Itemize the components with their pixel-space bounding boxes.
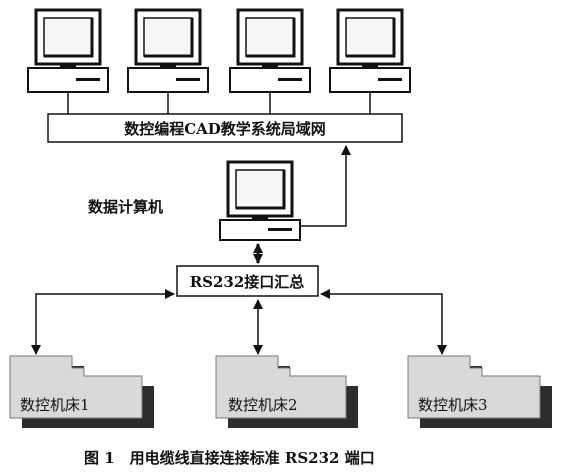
- figure-caption: 图 1 用电缆线直接连接标准 RS232 端口: [84, 449, 375, 467]
- computer-icon: [127, 8, 209, 93]
- top-computer-2: [127, 8, 209, 93]
- top-computer-3: [229, 8, 311, 93]
- computer-icon: [229, 8, 311, 93]
- data-computer-label: 数据计算机: [88, 198, 163, 216]
- lan-uplink-line: [300, 145, 351, 227]
- machine-3-label: 数控机床3: [418, 396, 488, 414]
- machine-2: 数控机床2: [215, 355, 358, 428]
- computer-icon: [329, 8, 411, 93]
- data-computer: [219, 160, 301, 241]
- machine-1-label: 数控机床1: [20, 396, 90, 414]
- lan-label: 数控编程CAD教学系统局域网: [124, 120, 326, 138]
- interface-label: RS232接口汇总: [190, 273, 305, 291]
- top-computer-4: [329, 8, 411, 93]
- machine-body: [9, 355, 143, 419]
- machine-1: 数控机床1: [9, 355, 154, 428]
- computer-icon: [27, 8, 109, 93]
- computer-icon: [219, 160, 301, 241]
- interface-box: [176, 265, 319, 297]
- machine-2-label: 数控机床2: [228, 396, 298, 414]
- machine-body: [215, 355, 347, 419]
- machine-3-link: [320, 289, 447, 355]
- machine-1-link: [31, 289, 175, 355]
- top-computer-1: [27, 8, 109, 93]
- machine-3: 数控机床3: [407, 355, 552, 428]
- lan-box: [47, 113, 403, 143]
- machine-body: [407, 355, 541, 419]
